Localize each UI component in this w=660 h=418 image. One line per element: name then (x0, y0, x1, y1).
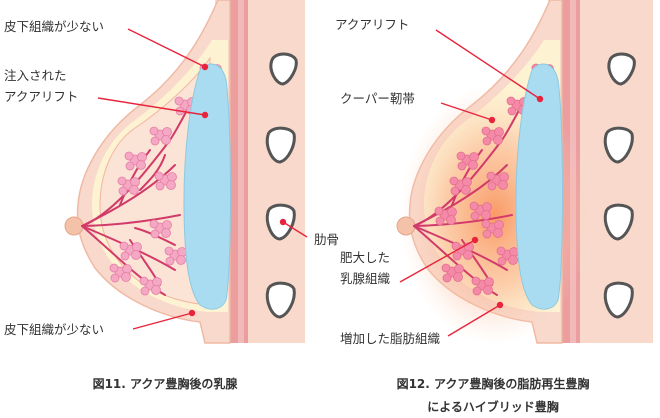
aqualift-implant-right (515, 63, 563, 310)
label-gland-line2: 乳腺組織 (340, 271, 391, 286)
rib-icon (265, 281, 296, 319)
leader-lines-left (97, 28, 308, 330)
label-aqualift-right: アクアリフト (335, 17, 409, 32)
right-diagram: アクアリフト クーパー靭帯 肥大した 乳腺組織 増加した脂肪組織 図12. アク… (335, 0, 653, 414)
rib-icon (603, 281, 634, 319)
ribs-left (265, 52, 298, 319)
rib-icon (265, 126, 296, 164)
label-skin-top-left: 皮下組織が少ない (4, 19, 104, 34)
leader-lines-right (399, 29, 544, 337)
aqualift-implant-left (183, 63, 231, 310)
label-cooper-ligament: クーパー靭帯 (340, 91, 415, 106)
rib-icon (607, 52, 636, 86)
label-gland-line1: 肥大した (340, 250, 390, 265)
caption-left: 図11. アクア豊胸後の乳腺 (93, 376, 239, 391)
label-skin-bottom-left: 皮下組織が少ない (4, 322, 104, 337)
label-injected-line2: アクアリフト (4, 89, 78, 104)
label-injected-line1: 注入された (4, 68, 67, 83)
nipple-left (64, 216, 84, 236)
rib-icon (603, 203, 634, 241)
caption-right-line2: によるハイブリッド豊胸 (427, 399, 558, 414)
label-rib: 肋骨 (314, 232, 339, 247)
milk-ducts-left (81, 74, 206, 296)
ribs-right (603, 52, 636, 319)
nipple-right (396, 216, 416, 236)
caption-right-line1: 図12. アクア豊胸後の脂肪再生豊胸 (397, 376, 590, 391)
rib-icon (603, 126, 634, 164)
left-diagram: 皮下組織が少ない 注入された アクアリフト 肋骨 皮下組織が少ない 図11. ア… (4, 0, 339, 391)
label-increased-fat: 増加した脂肪組織 (340, 331, 441, 346)
rib-icon (269, 52, 298, 86)
